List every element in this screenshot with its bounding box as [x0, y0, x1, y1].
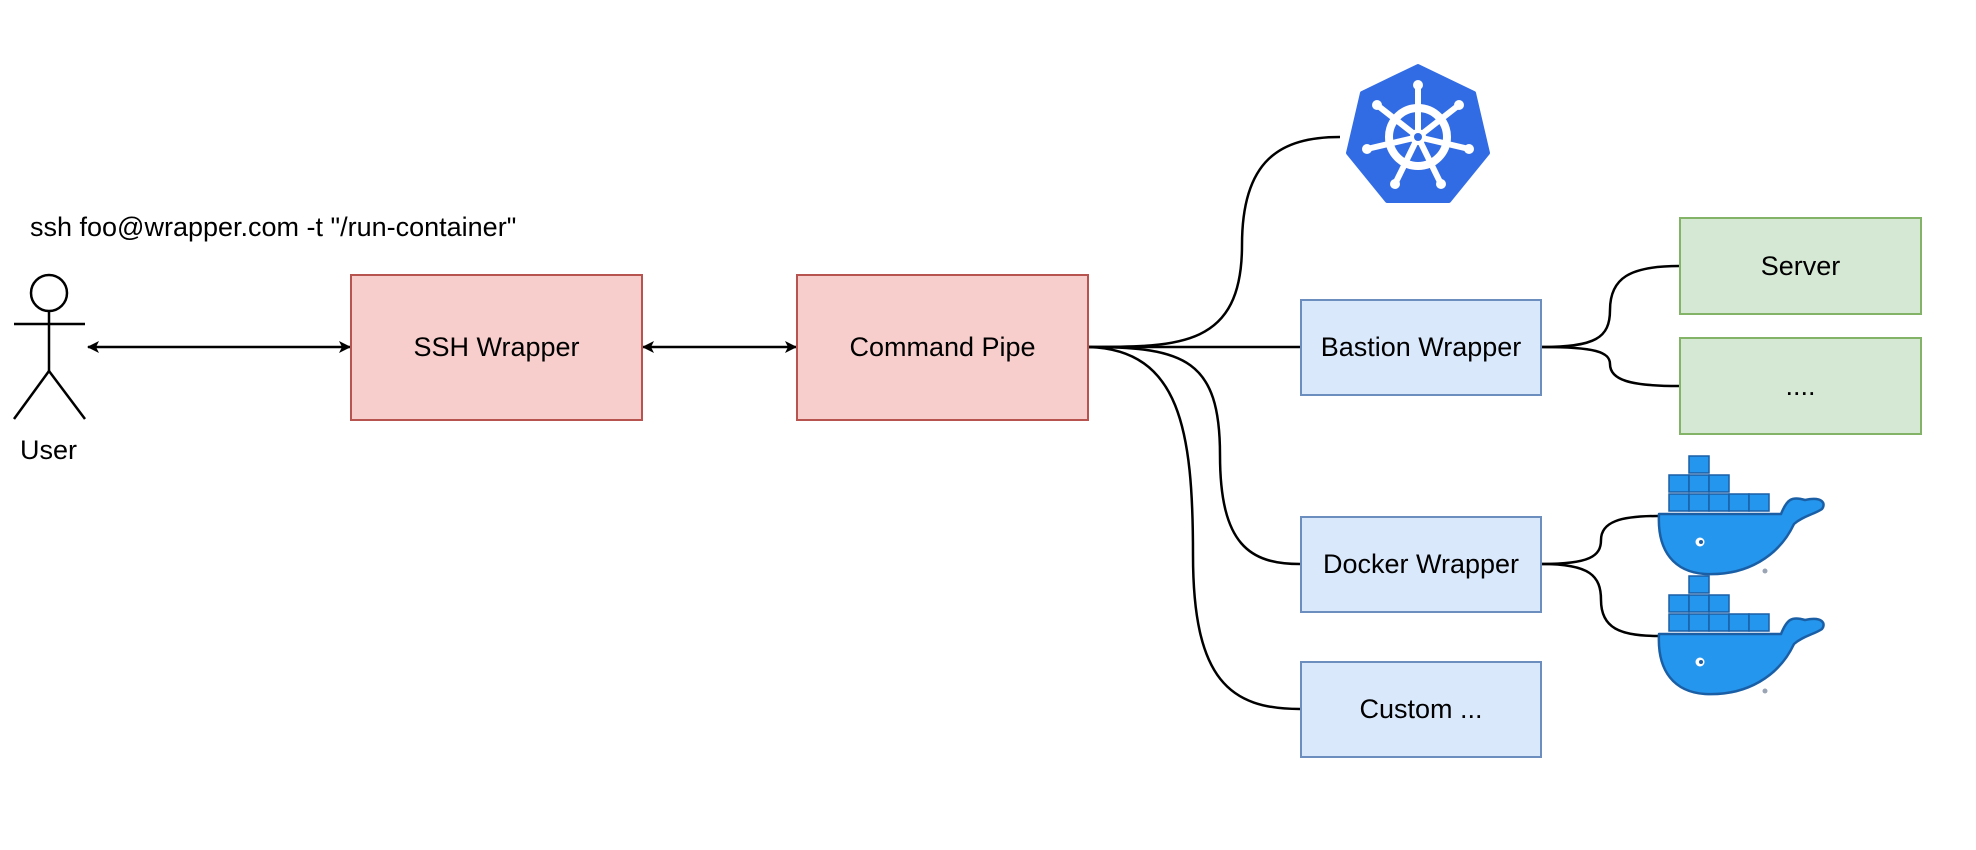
kubernetes-icon — [1346, 64, 1490, 203]
server-node[interactable]: Server — [1679, 217, 1922, 315]
ssh-command-label: ssh foo@wrapper.com -t "/run-container" — [30, 212, 517, 242]
edge-bastion-more-servers — [1541, 345, 1680, 388]
bastion-wrapper-node[interactable]: Bastion Wrapper — [1300, 299, 1542, 396]
edge-command-pipe-kubernetes — [1088, 135, 1341, 349]
docker-whale-icon — [1657, 575, 1825, 696]
edge-docker-container-1 — [1541, 514, 1659, 566]
docker-wrapper-node[interactable]: Docker Wrapper — [1300, 516, 1542, 613]
edge-command-pipe-custom — [1088, 345, 1301, 711]
edge-docker-container-2 — [1541, 562, 1659, 638]
more-servers-node[interactable]: .... — [1679, 337, 1922, 435]
command-pipe-node[interactable]: Command Pipe — [796, 274, 1089, 421]
stick-figure-icon — [12, 273, 86, 420]
edge-bastion-server — [1541, 264, 1680, 349]
user-label: User — [20, 435, 78, 465]
custom-wrapper-node[interactable]: Custom ... — [1300, 661, 1542, 758]
edge-command-pipe-docker — [1088, 345, 1301, 566]
ssh-wrapper-node[interactable]: SSH Wrapper — [350, 274, 643, 421]
docker-whale-icon — [1657, 455, 1825, 576]
